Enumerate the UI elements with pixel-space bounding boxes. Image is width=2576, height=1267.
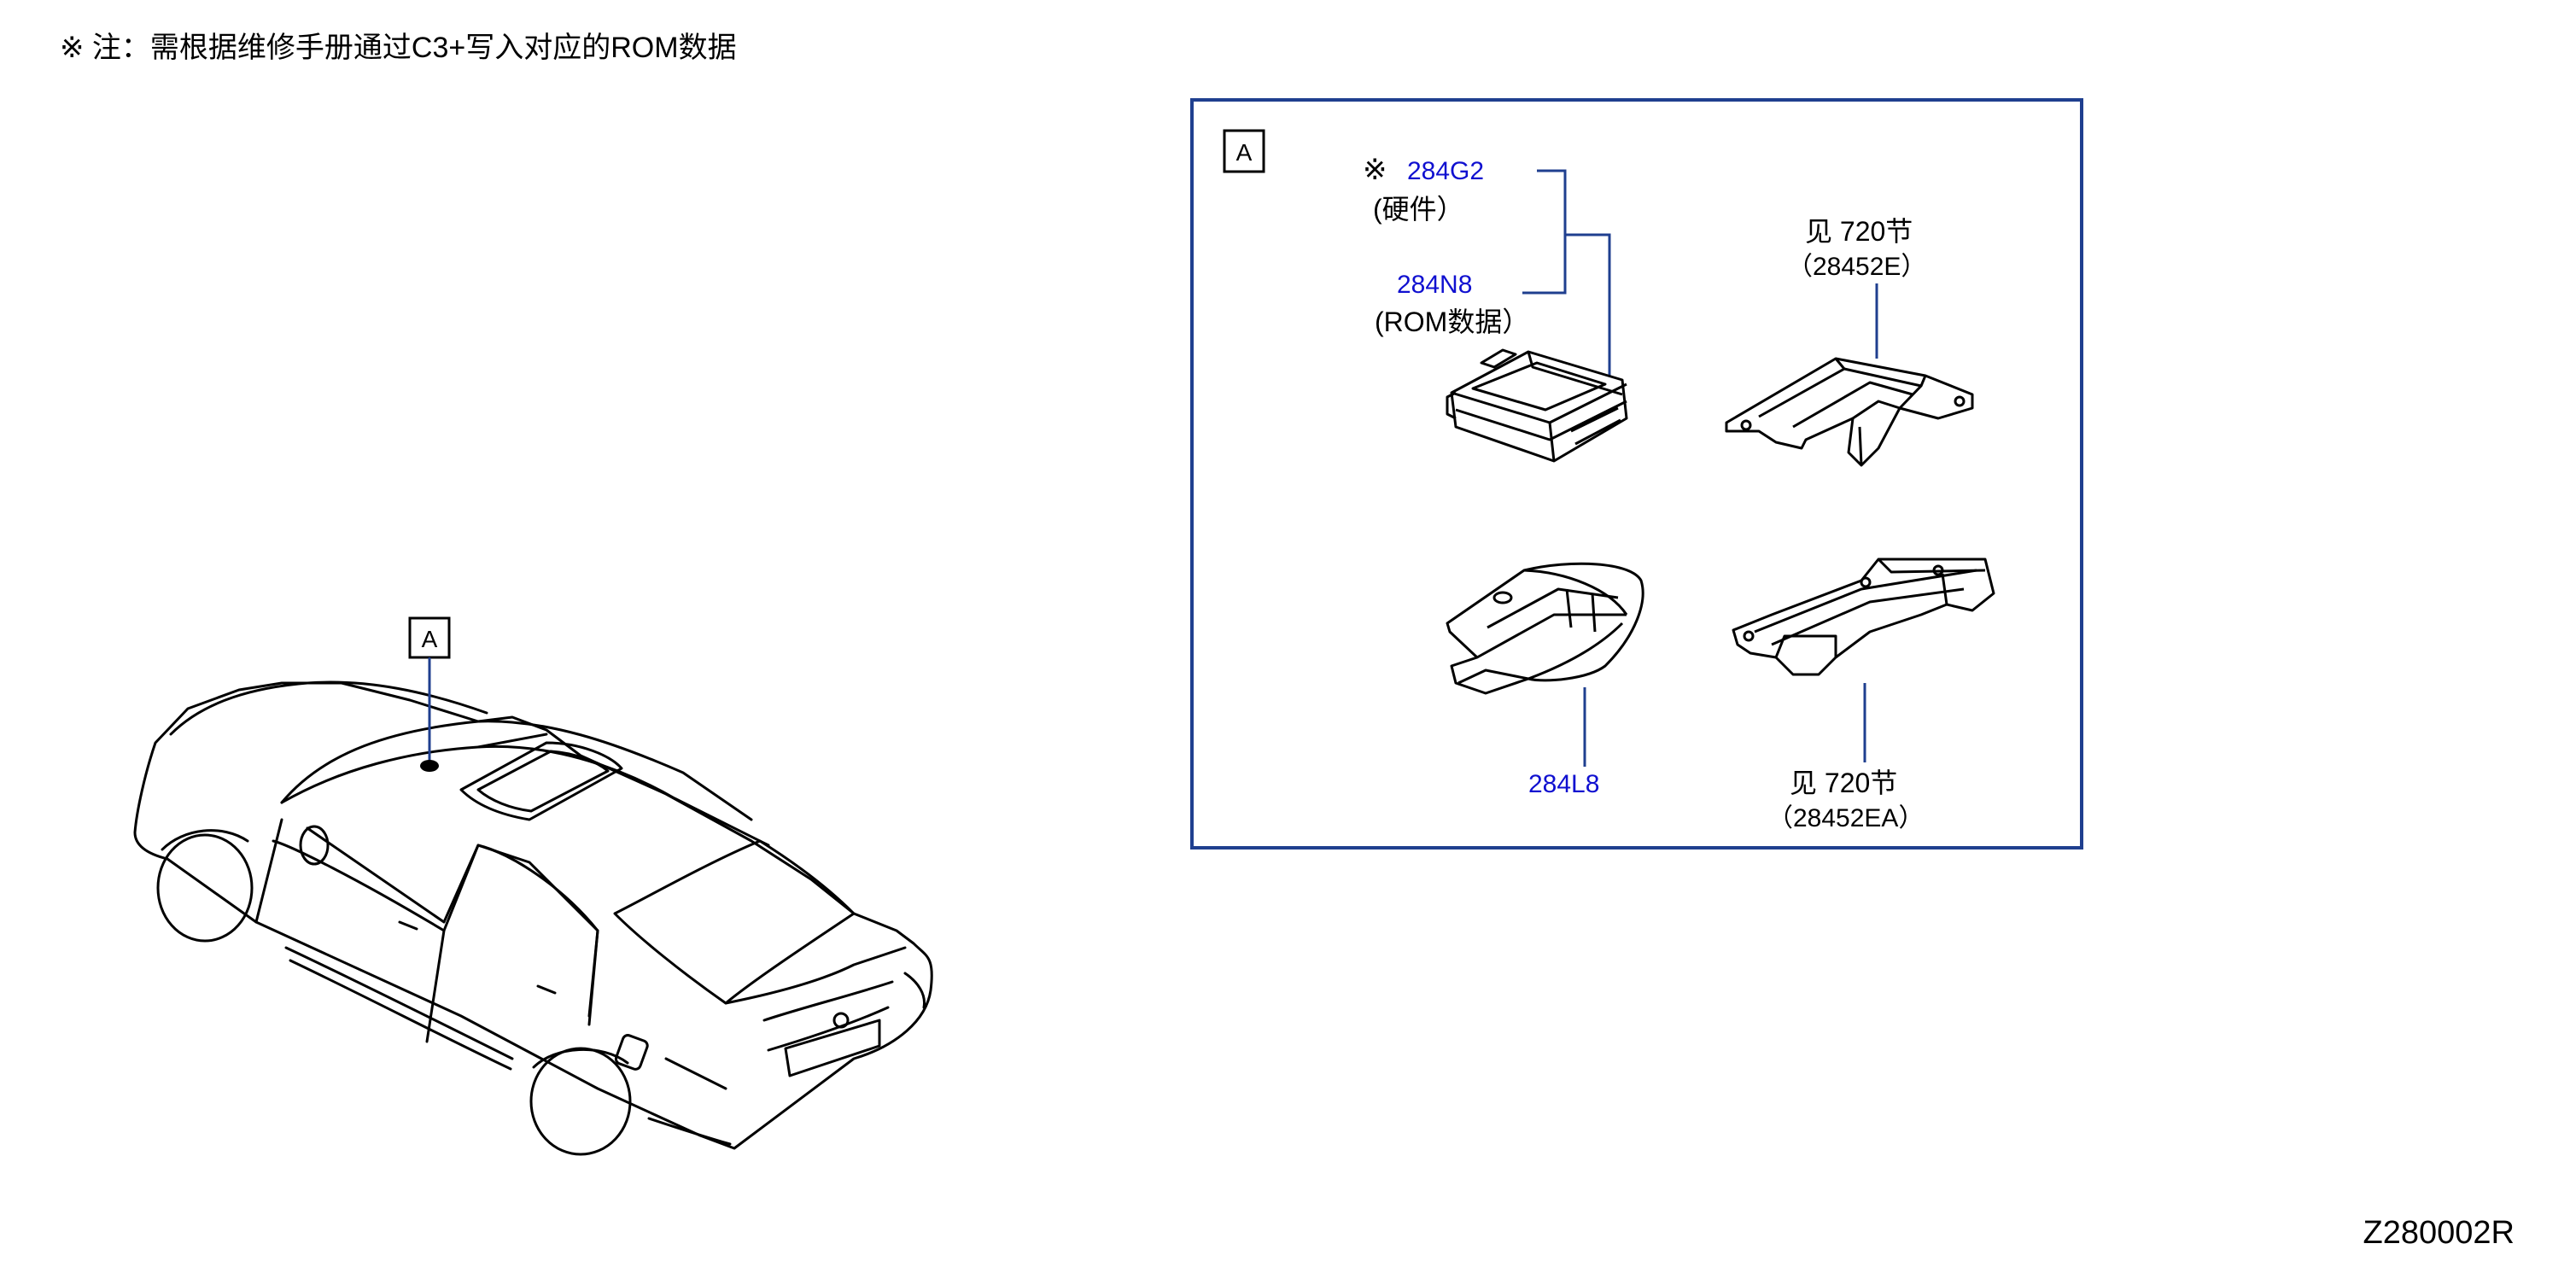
part-number-284G2[interactable]: 284G2 — [1407, 157, 1484, 185]
frame-bracket-icon — [1732, 558, 1995, 676]
ref-part-28452E[interactable]: （28452E） — [1787, 253, 1926, 281]
ref-section-e: 见 720节 — [1805, 216, 1913, 247]
ref-part-28452EA[interactable]: （28452EA） — [1767, 804, 1924, 832]
diagram-note: ※ 注：需根据维修手册通过C3+写入对应的ROM数据 — [60, 32, 737, 64]
drawing-id: Z280002R — [2363, 1215, 2515, 1251]
bracket-icon — [1725, 357, 1974, 467]
inset-frame — [1190, 98, 2083, 850]
part-desc-rom: (ROM数据） — [1375, 307, 1529, 337]
car-callout-label: A — [422, 626, 438, 652]
part-number-284N8[interactable]: 284N8 — [1397, 271, 1472, 299]
ref-section-ea: 见 720节 — [1790, 768, 1897, 798]
control-unit-icon — [1446, 348, 1628, 463]
inset-label-box — [1223, 129, 1265, 173]
part-desc-hardware: (硬件） — [1373, 194, 1464, 225]
unit-location-marker — [420, 760, 439, 772]
car-outline-icon — [133, 680, 933, 1156]
housing-icon — [1446, 562, 1644, 695]
bracket-leader — [1522, 169, 1611, 384]
part-number-284L8[interactable]: 284L8 — [1528, 770, 1599, 798]
inset-label: A — [1236, 139, 1253, 166]
part-mark: ※ — [1363, 154, 1387, 186]
